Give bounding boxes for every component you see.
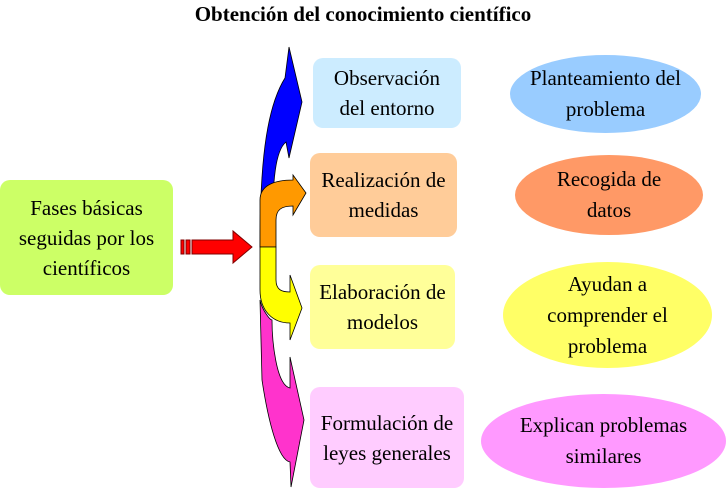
input-arrow bbox=[180, 229, 253, 265]
diagram-title: Obtención del conocimiento científico bbox=[194, 2, 532, 26]
arrow-laws bbox=[259, 299, 305, 488]
phase-label: Observación del entorno bbox=[333, 66, 441, 120]
phase-box-laws: Formulación de leyes generales bbox=[310, 387, 464, 488]
phase-label: Formulación de leyes generales bbox=[320, 410, 454, 465]
arrow-models bbox=[259, 246, 303, 341]
source-box: Fases básicas seguidas por los científic… bbox=[0, 180, 173, 295]
purpose-ellipse-problem: Planteamiento del problema bbox=[510, 55, 701, 133]
purpose-ellipse-understand: Ayudan a comprender el problema bbox=[503, 262, 712, 368]
phase-box-models: Elaboración de modelos bbox=[310, 265, 455, 349]
purpose-ellipse-explain: Explican problemas similares bbox=[481, 394, 726, 488]
purpose-label: Ayudan a comprender el problema bbox=[547, 271, 668, 358]
purpose-label: Explican problemas similares bbox=[519, 413, 688, 468]
source-label: Fases básicas seguidas por los científic… bbox=[18, 195, 155, 280]
phase-box-observation: Observación del entorno bbox=[313, 58, 461, 128]
arrow-measurement bbox=[259, 173, 307, 248]
phase-label: Realización de medidas bbox=[321, 168, 446, 222]
phase-box-measurement: Realización de medidas bbox=[310, 153, 457, 237]
phase-label: Elaboración de modelos bbox=[319, 280, 446, 334]
purpose-label: Planteamiento del problema bbox=[529, 66, 682, 121]
purpose-ellipse-data: Recogida de datos bbox=[515, 155, 703, 235]
purpose-label: Recogida de datos bbox=[556, 167, 662, 222]
